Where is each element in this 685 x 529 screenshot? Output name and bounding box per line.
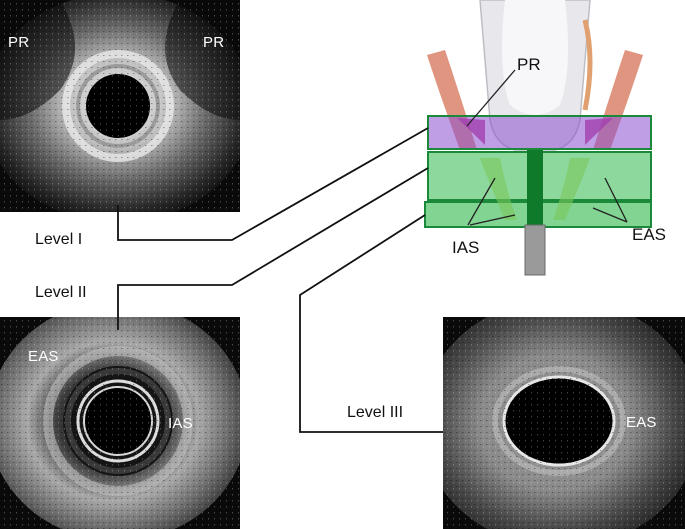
eas-pointer-lower	[592, 207, 628, 223]
ias-left	[480, 158, 517, 220]
ias-pointer-right	[469, 214, 516, 226]
label-ias-level-2: IAS	[168, 415, 193, 432]
eas-pointer-upper	[604, 177, 628, 223]
sacrum-outline	[582, 19, 593, 111]
label-pr-left: PR	[8, 34, 30, 51]
ultrasound-level-3-image	[443, 317, 685, 529]
level-1-label: Level I	[35, 231, 83, 248]
anatomy-diagram	[424, 0, 652, 276]
level-3-label: Level III	[347, 404, 404, 421]
pr-pointer	[466, 69, 516, 127]
label-eas-level-2: EAS	[28, 348, 59, 365]
label-eas-level-3: EAS	[626, 414, 657, 431]
diagram-label-pr: PR	[517, 55, 541, 74]
label-pr-right: PR	[203, 34, 225, 51]
ultrasound-level-2: EAS IAS	[0, 317, 240, 529]
ias-pointer-left	[467, 177, 496, 226]
diagram-label-ias: IAS	[452, 238, 480, 257]
ias-right	[553, 158, 590, 220]
level-2-label: Level II	[35, 284, 87, 301]
connector-level-2	[117, 167, 429, 330]
ultrasound-probe	[524, 224, 546, 276]
connector-level-1	[117, 127, 429, 241]
ultrasound-level-1: PR PR	[0, 0, 240, 212]
ultrasound-level-2-image	[0, 317, 240, 529]
rectum-lumen	[501, 0, 569, 115]
probe-in-band	[527, 150, 543, 225]
band-level-1	[427, 115, 652, 150]
diagram-label-eas: EAS	[632, 225, 667, 244]
ultrasound-level-1-image	[0, 0, 240, 212]
connector-level-3	[299, 214, 443, 433]
ultrasound-level-3: EAS	[443, 317, 685, 529]
